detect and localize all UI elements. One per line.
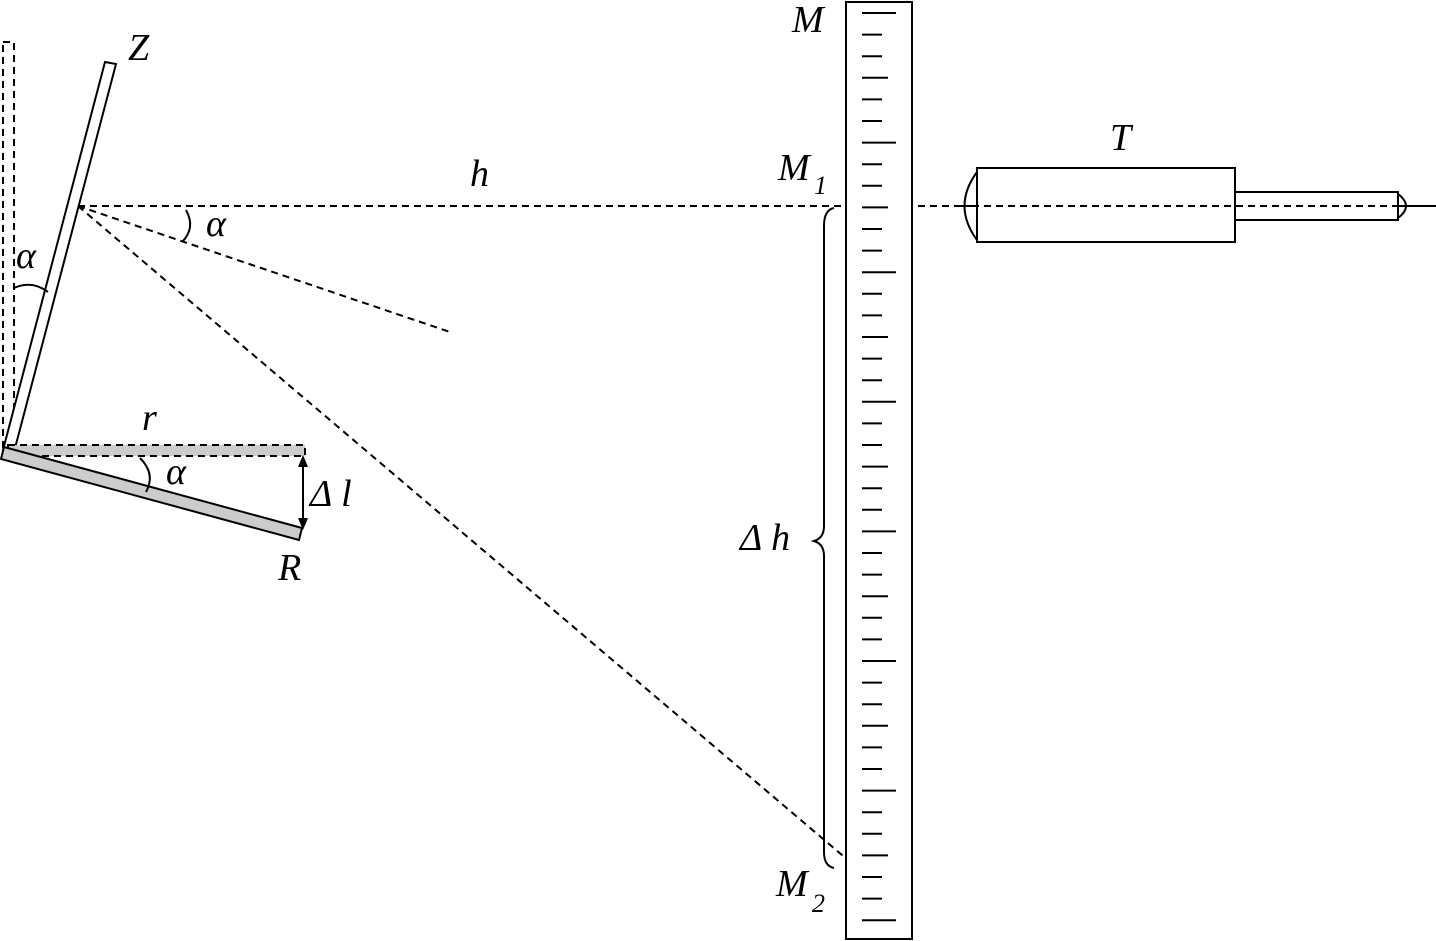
label-t: T: [1110, 117, 1134, 159]
label-r: r: [142, 397, 157, 439]
delta-l-arrow: [298, 455, 308, 530]
label-h: h: [470, 153, 489, 195]
label-m: M: [791, 0, 826, 41]
label-delta-h: Δ h: [738, 517, 790, 559]
rod-r: [0, 445, 304, 542]
label-m1: M: [777, 147, 812, 189]
beam-reflected: [77, 205, 863, 873]
scale: [845, 1, 913, 940]
angle-arc-vertical: [13, 283, 49, 293]
delta-h-brace: [810, 207, 835, 869]
label-r-end: R: [277, 547, 301, 589]
telescope: [963, 167, 1407, 243]
label-alpha-rod: α: [166, 451, 187, 493]
label-alpha-beam: α: [206, 203, 227, 245]
label-alpha-vertical: α: [16, 235, 37, 277]
label-z: Z: [128, 27, 150, 69]
label-m2: M: [775, 863, 810, 905]
beam-normal: [77, 205, 451, 333]
label-delta-l: Δ l: [308, 473, 352, 515]
rod-original-position: [7, 444, 306, 457]
angle-arc-beam: [181, 209, 192, 243]
angle-arc-rod: [139, 457, 151, 493]
scale-ticks: [862, 12, 896, 922]
label-m1-sub: 1: [814, 171, 827, 200]
label-m2-sub: 2: [812, 889, 825, 918]
mirror-original-position: [2, 41, 15, 451]
